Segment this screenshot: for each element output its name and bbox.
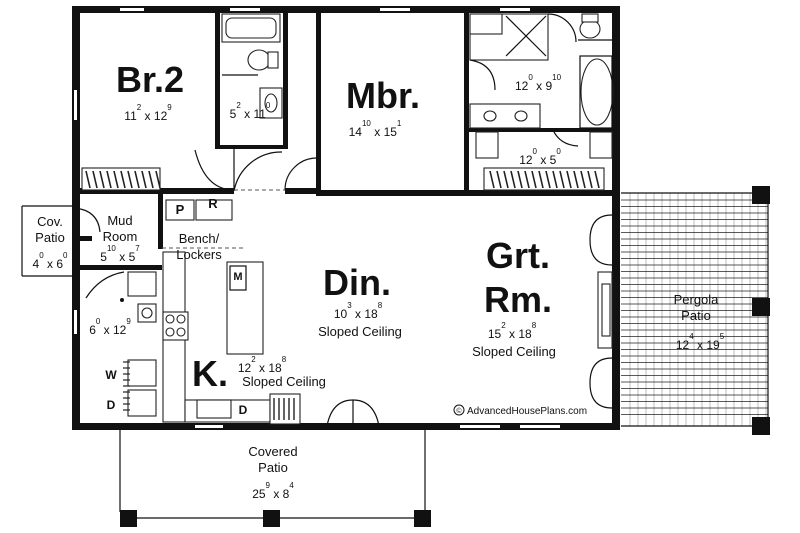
detail-line (503, 170, 509, 189)
bench-label-1: Bench/ (179, 231, 220, 246)
pantry-letter: P (176, 202, 185, 217)
pergola-post (752, 298, 770, 316)
patio-post (263, 510, 280, 527)
detail-line (559, 170, 565, 189)
dishwasher-letter: D (239, 403, 248, 417)
washer-letter: W (105, 368, 117, 382)
dim-kitchen: 122 x 188 (238, 355, 287, 375)
detail-line (587, 170, 593, 189)
bath2-fixtures (221, 13, 283, 119)
doors (73, 13, 613, 427)
detail-line (531, 170, 537, 189)
pergola-label-2: Patio (681, 308, 711, 323)
dim-mcloset: 120 x 50 (519, 147, 561, 167)
covered-patio-label-2: Patio (258, 460, 288, 475)
side-covered-patio (21, 205, 74, 277)
dim-br2: 112 x 129 (124, 103, 172, 123)
detail-line (141, 170, 147, 189)
copyright-symbol: © (456, 407, 462, 415)
detail-line (134, 170, 140, 189)
bench-label-2: Lockers (176, 247, 222, 262)
dim-mud: 510 x 57 (100, 244, 140, 264)
room-name-br2: Br.2 (116, 59, 184, 100)
dim-mbath: 120 x 910 (515, 73, 562, 93)
dim-laundry: 60 x 129 (89, 317, 131, 337)
exterior-walls (72, 6, 620, 430)
detail-line (106, 170, 112, 189)
detail-line (99, 170, 105, 189)
dim-pergola: 124 x 195 (676, 332, 725, 352)
pergola-label-1: Pergola (674, 292, 720, 307)
fridge-letter: R (208, 196, 218, 211)
din-note: Sloped Ceiling (318, 324, 402, 339)
detail-line (573, 170, 579, 189)
covered-patio-label-1: Covered (248, 444, 297, 459)
dim-mbr: 1410 x 151 (349, 119, 402, 139)
room-name-grt-2: Rm. (484, 279, 552, 320)
fireplace (597, 271, 613, 349)
copyright-icon (453, 404, 465, 416)
mbath-fixtures (469, 13, 614, 129)
patio-post (414, 510, 431, 527)
dim-bath2: 52 x 110 (230, 101, 271, 121)
closet-master (483, 167, 605, 191)
patio-post (120, 510, 137, 527)
interior-walls (72, 10, 616, 270)
detail-line (489, 170, 495, 189)
detail-line (120, 170, 126, 189)
detail-line (552, 170, 558, 189)
pergola-slats (621, 192, 769, 427)
detail-line (580, 170, 586, 189)
closet-mbath (475, 131, 613, 159)
detail-line (538, 170, 544, 189)
room-name-din: Din. (323, 262, 391, 303)
detail-line (566, 170, 572, 189)
room-name-grt-1: Grt. (486, 235, 550, 276)
detail-line (92, 170, 98, 189)
detail-line (113, 170, 119, 189)
cov-patio-label-1: Cov. (37, 214, 63, 229)
dim-covered-patio: 259 x 84 (252, 481, 294, 501)
watermark: AdvancedHousePlans.com (467, 406, 587, 417)
grt-note: Sloped Ceiling (472, 344, 556, 359)
kitchen-note: Sloped Ceiling (242, 374, 326, 389)
closet-br2 (81, 167, 161, 191)
detail-line (594, 170, 600, 189)
room-name-mbr: Mbr. (346, 75, 420, 116)
mud-room-label-2: Room (103, 229, 138, 244)
detail-line (510, 170, 516, 189)
mud-room-label-1: Mud (107, 213, 132, 228)
detail-line (155, 170, 161, 189)
pergola-post (752, 186, 770, 204)
cov-patio-label-2: Patio (35, 230, 65, 245)
detail-line (148, 170, 154, 189)
detail-line (127, 170, 133, 189)
dim-grt: 152 x 188 (488, 321, 537, 341)
dim-din: 103 x 188 (334, 301, 383, 321)
kitchen-counters (162, 199, 301, 425)
room-name-kitchen: K. (192, 353, 228, 394)
dim-cov-patio: 40 x 60 (33, 251, 69, 271)
detail-line (545, 170, 551, 189)
covered-patio (119, 428, 431, 527)
detail-line (496, 170, 502, 189)
laundry-fixtures (120, 271, 157, 417)
detail-line (524, 170, 530, 189)
labels: Br.2 Mbr. Din. Grt. Rm. K. Cov. Patio Mu… (33, 59, 725, 501)
detail-line (85, 170, 91, 189)
detail-line (517, 170, 523, 189)
pergola-post (752, 417, 770, 435)
dryer-letter: D (107, 398, 116, 412)
microwave-letter: M (233, 271, 242, 283)
